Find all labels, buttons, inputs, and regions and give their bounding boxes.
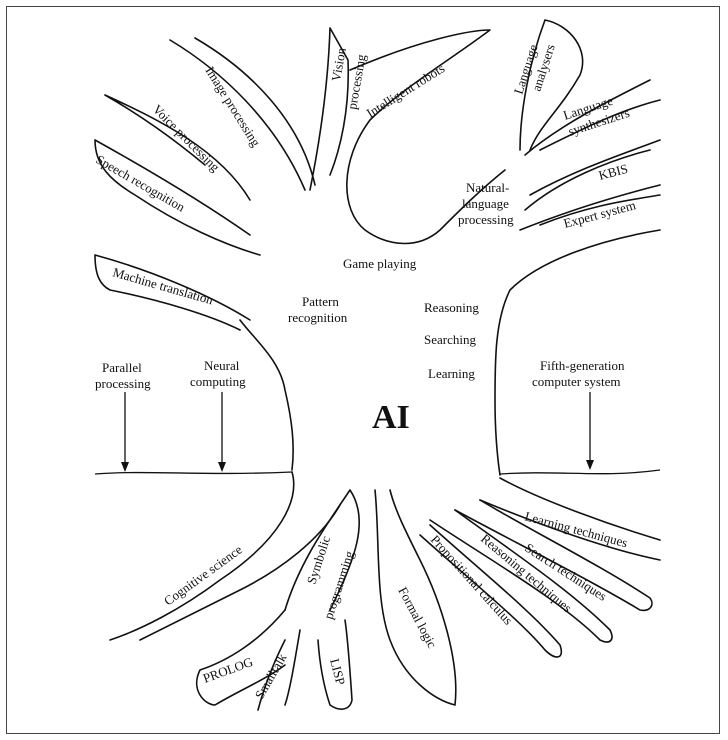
label-parallel-2: processing [95, 376, 151, 391]
ground-line-right [500, 470, 660, 474]
label-fifth-2: computer system [532, 374, 620, 389]
label-symbolic-1: Symbolic [304, 534, 334, 586]
label-speech-recognition: Speech recognition [94, 152, 189, 215]
arrowhead-fifth [586, 460, 594, 470]
label-formal-logic: Formal logic [395, 584, 440, 650]
arrowhead-parallel [121, 462, 129, 472]
label-cognitive-science: Cognitive science [161, 542, 245, 609]
label-machine-translation: Machine translation [111, 264, 215, 307]
label-reasoning: Reasoning [424, 300, 479, 315]
label-game-playing: Game playing [343, 256, 417, 271]
label-natural-language-3: processing [458, 212, 514, 227]
label-searching: Searching [424, 332, 476, 347]
label-vision-1: Vision [328, 46, 349, 82]
label-image-processing: Image processing [202, 64, 263, 150]
label-neural-1: Neural [204, 358, 240, 373]
label-pattern-1: Pattern [302, 294, 339, 309]
label-learning-techniques: Learning techniques [523, 508, 629, 550]
label-neural-2: computing [190, 374, 246, 389]
trunk-left-outline [240, 320, 293, 470]
label-kbis: KBIS [597, 161, 629, 183]
label-fifth-1: Fifth-generation [540, 358, 625, 373]
label-voice-processing: Voice processing [150, 102, 223, 175]
label-intelligent-robots: Intelligent robots [364, 61, 448, 121]
label-pattern-2: recognition [288, 310, 348, 325]
label-lisp: LISP [327, 657, 348, 687]
arrowhead-neural [218, 462, 226, 472]
trunk-right-outline [495, 230, 660, 475]
label-parallel-1: Parallel [102, 360, 142, 375]
label-smalltalk: Smalltalk [252, 650, 290, 701]
label-natural-language-1: Natural- [466, 180, 509, 195]
ground-line-left [95, 472, 292, 474]
branch-kbis [525, 140, 660, 210]
label-natural-language-2: language [462, 196, 509, 211]
label-ai-center: AI [372, 399, 410, 436]
label-learning: Learning [428, 366, 475, 381]
